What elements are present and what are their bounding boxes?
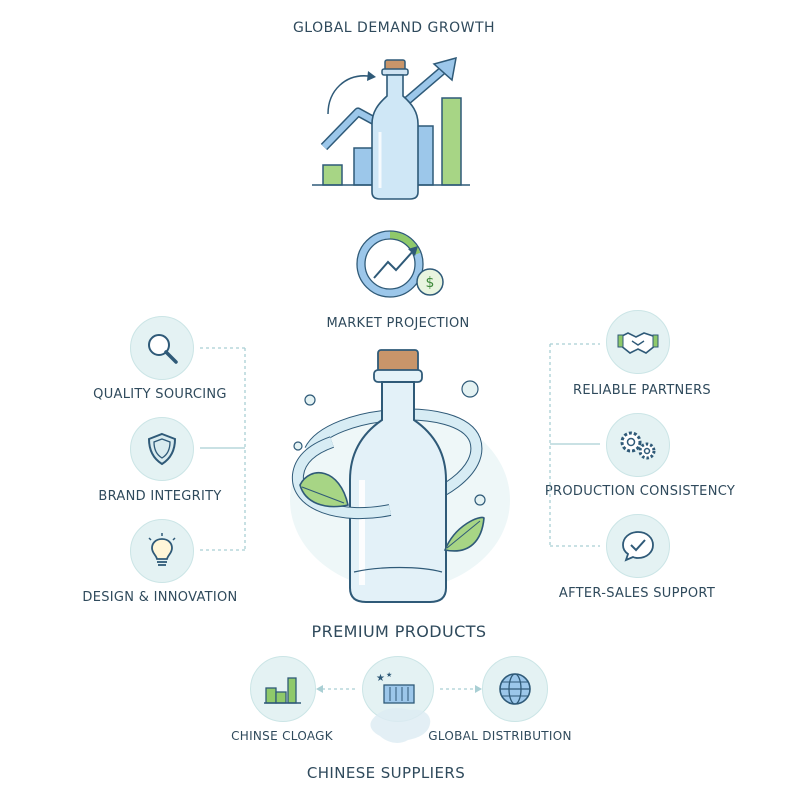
dollar-symbol: $ <box>426 275 435 291</box>
quality-sourcing-icon-circle <box>130 316 194 380</box>
china-hub-label: CHINSE CLOAGK <box>231 729 333 743</box>
brand-integrity-icon-circle <box>130 417 194 481</box>
brand-integrity-label: BRAND INTEGRITY <box>98 489 222 504</box>
demand-growth-illustration <box>312 56 470 200</box>
magnifier-icon <box>148 334 178 364</box>
chinese-suppliers-label: CHINESE SUPPLIERS <box>306 764 466 782</box>
premium-products-label: PREMIUM PRODUCTS <box>311 622 487 641</box>
reliable-partners-icon-circle <box>606 310 670 374</box>
growth-arrow-head <box>432 56 457 82</box>
dollar-coin-icon <box>416 268 444 296</box>
svg-text:★: ★ <box>386 671 392 679</box>
svg-text:★: ★ <box>376 673 385 684</box>
design-innovation-icon-circle <box>130 519 194 583</box>
right-connector-lines <box>549 343 600 547</box>
factory-icon <box>264 677 301 704</box>
globe-icon-circle <box>482 656 548 722</box>
globe-icon <box>499 673 531 705</box>
handshake-icon <box>617 332 659 354</box>
chat-check-icon <box>622 531 654 562</box>
growth-bar-1 <box>322 164 343 186</box>
global-distribution-label: GLOBAL DISTRIBUTION <box>428 729 572 743</box>
market-projection-label: MARKET PROJECTION <box>326 316 470 331</box>
production-consistency-icon-circle <box>606 413 670 477</box>
leaf-left <box>299 471 349 508</box>
shipping-container-icon: ★ ★ <box>376 671 415 704</box>
factory-icon-circle <box>250 656 316 722</box>
left-connector-lines <box>200 347 246 551</box>
after-sales-support-icon-circle <box>606 514 670 578</box>
growth-bar-2 <box>353 147 374 186</box>
top-title: GLOBAL DEMAND GROWTH <box>292 20 496 36</box>
gears-icon <box>620 431 656 460</box>
after-sales-support-label: AFTER-SALES SUPPORT <box>558 586 716 601</box>
production-consistency-label: PRODUCTION CONSISTENCY <box>544 484 736 499</box>
bottle-body <box>349 381 447 603</box>
growth-bar-4 <box>441 97 462 186</box>
design-innovation-label: DESIGN & INNOVATION <box>82 590 238 605</box>
bottle-cork <box>377 349 419 373</box>
lightbulb-icon <box>148 533 176 566</box>
premium-bottle-illustration <box>290 349 510 603</box>
shield-icon <box>147 432 177 466</box>
quality-sourcing-label: QUALITY SOURCING <box>93 387 227 402</box>
reliable-partners-label: RELIABLE PARTNERS <box>573 383 711 398</box>
china-map-icon <box>370 708 431 743</box>
market-projection-icon: $ <box>356 230 444 298</box>
small-bottle <box>371 74 419 200</box>
bottom-flow-arrows <box>316 685 482 693</box>
